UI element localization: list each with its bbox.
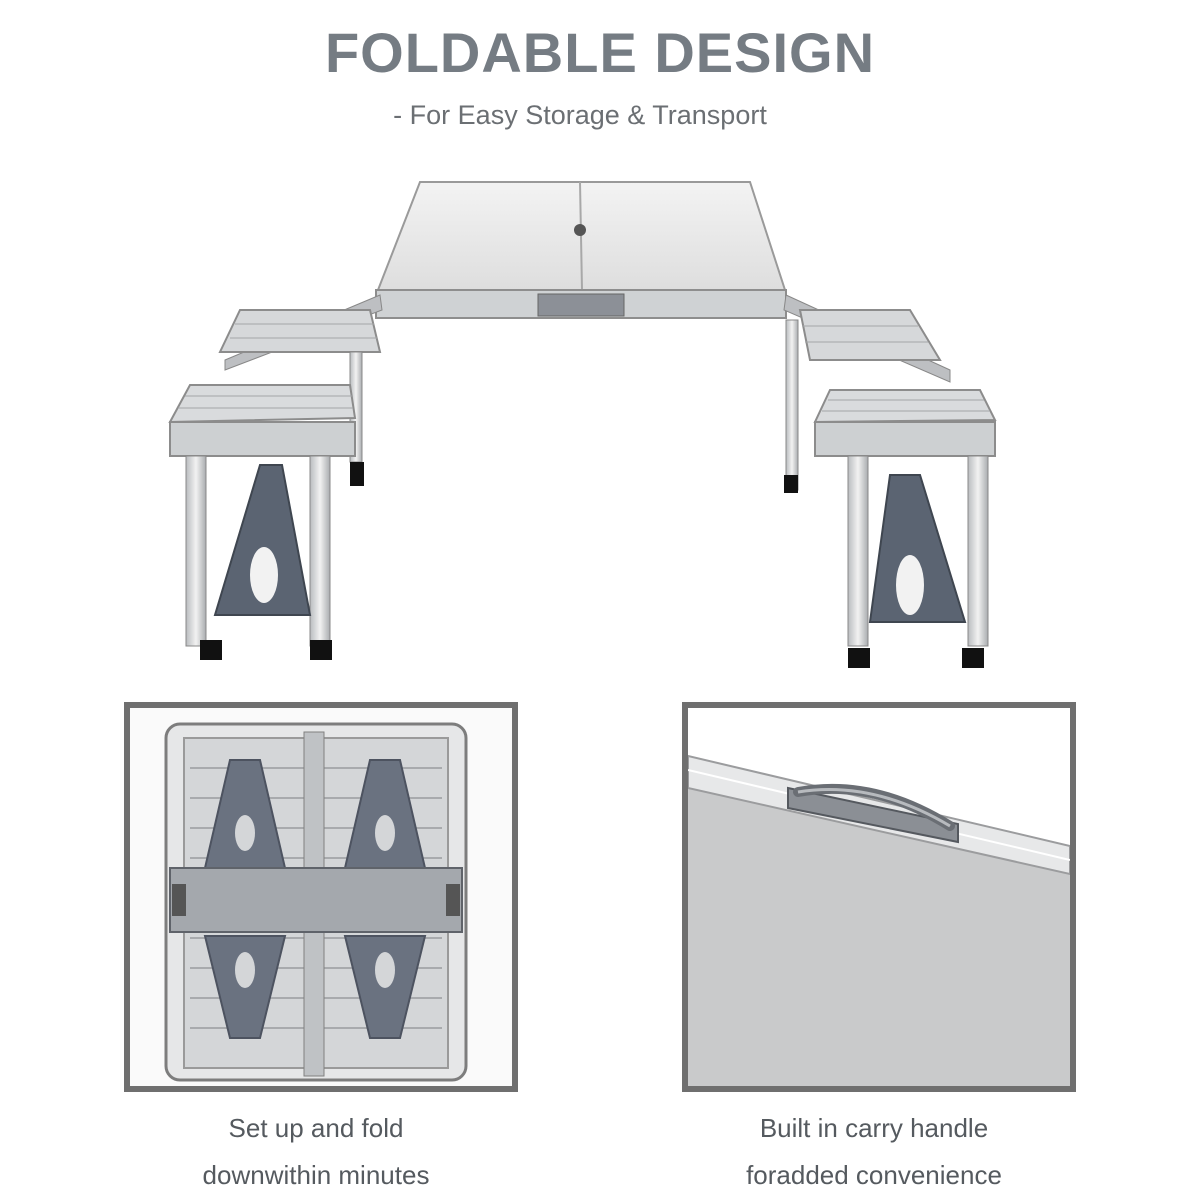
page-title: FOLDABLE DESIGN — [324, 21, 876, 84]
caption-fold-line2: downwithin minutes — [202, 1160, 430, 1190]
folding-picnic-table-icon — [168, 181, 997, 668]
carry-handle-panel — [682, 702, 1076, 1092]
carry-handle-icon — [688, 708, 1070, 1086]
caption-fold-line1: Set up and fold — [228, 1113, 404, 1143]
folded-table-case-icon — [164, 722, 468, 1082]
page-subtitle: - For Easy Storage & Transport — [393, 100, 767, 130]
caption-handle-line1: Built in carry handle — [759, 1113, 989, 1143]
folding-picnic-table-image — [150, 170, 1050, 680]
caption-handle-line2: foradded convenience — [746, 1160, 1002, 1190]
folded-table-panel — [124, 702, 518, 1092]
